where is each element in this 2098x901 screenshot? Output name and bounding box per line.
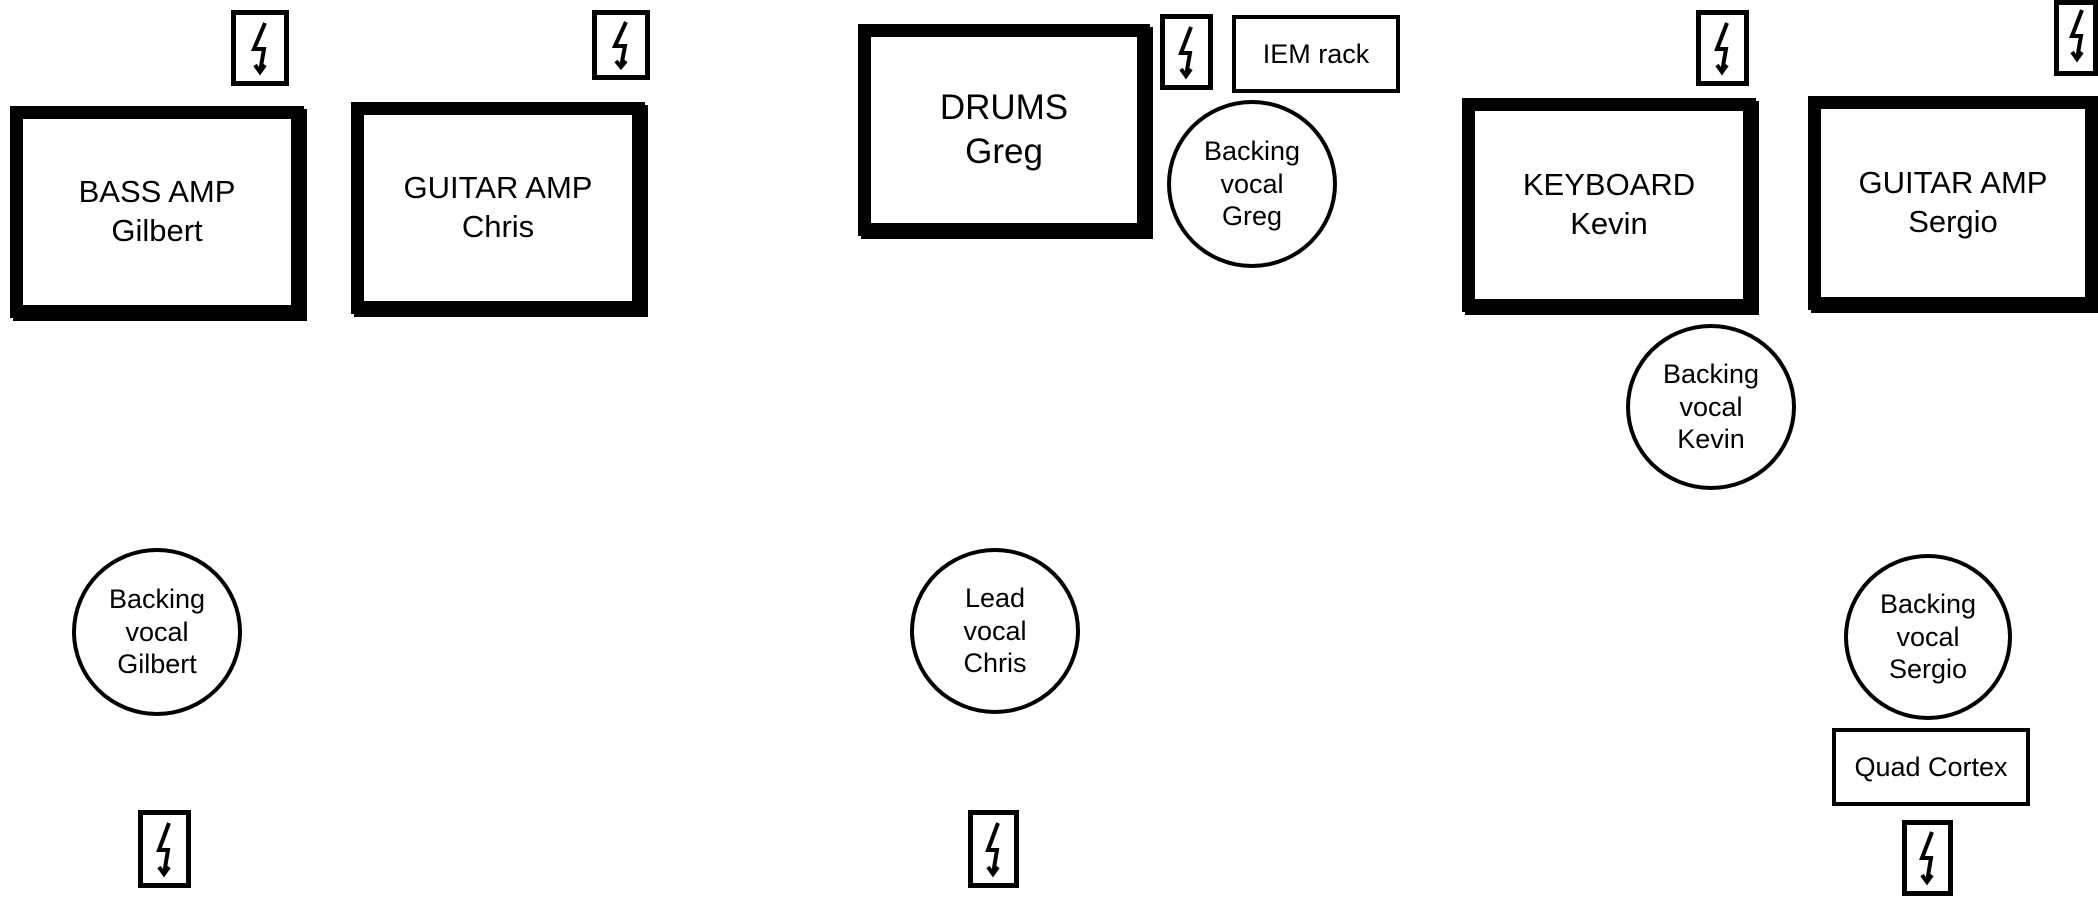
keyboard-player: Kevin [1570, 206, 1648, 241]
bass-amp: BASS AMP Gilbert [10, 106, 304, 318]
guitar-amp-sergio-player: Sergio [1908, 204, 1998, 239]
power-outlet-icon [968, 810, 1019, 888]
iem-rack-label: IEM rack [1262, 38, 1370, 69]
power-outlet-icon [592, 10, 650, 80]
guitar-amp-chris: GUITAR AMP Chris [351, 102, 645, 314]
vocal-role: Backing [1662, 359, 1760, 390]
drums-label: DRUMS [939, 88, 1069, 128]
power-outlet-icon [231, 10, 289, 86]
vocal-type: vocal [125, 616, 189, 647]
drums: DRUMS Greg [858, 24, 1150, 236]
drums-player: Greg [965, 132, 1043, 171]
iem-rack: IEM rack [1232, 15, 1400, 93]
vocal-type: vocal [963, 615, 1027, 646]
quad-cortex: Quad Cortex [1832, 728, 2030, 806]
backing-vocal-greg: Backing vocal Greg [1167, 100, 1337, 268]
keyboard: KEYBOARD Kevin [1462, 98, 1756, 312]
vocal-singer: Sergio [1888, 654, 1968, 685]
vocal-type: vocal [1896, 621, 1960, 652]
keyboard-label: KEYBOARD [1522, 167, 1696, 203]
power-outlet-icon [1160, 14, 1213, 90]
vocal-role: Backing [1203, 136, 1301, 167]
vocal-singer: Greg [1221, 201, 1283, 232]
guitar-amp-chris-player: Chris [461, 209, 535, 244]
bass-amp-player: Gilbert [111, 213, 203, 248]
lead-vocal-chris: Lead vocal Chris [910, 548, 1080, 714]
vocal-role: Backing [1879, 589, 1977, 620]
guitar-amp-sergio-label: GUITAR AMP [1858, 165, 2048, 201]
quad-cortex-label: Quad Cortex [1854, 751, 2008, 782]
vocal-singer: Chris [963, 648, 1027, 679]
power-outlet-icon [2054, 0, 2098, 76]
backing-vocal-kevin: Backing vocal Kevin [1626, 324, 1796, 490]
backing-vocal-gilbert: Backing vocal Gilbert [72, 548, 242, 716]
vocal-type: vocal [1679, 391, 1743, 422]
backing-vocal-sergio: Backing vocal Sergio [1844, 554, 2012, 720]
guitar-amp-chris-label: GUITAR AMP [403, 170, 593, 206]
power-outlet-icon [138, 810, 191, 888]
vocal-singer: Kevin [1677, 424, 1745, 455]
power-outlet-icon [1696, 10, 1749, 86]
vocal-type: vocal [1220, 168, 1284, 199]
vocal-role: Backing [108, 584, 206, 615]
vocal-role: Lead [964, 583, 1026, 614]
guitar-amp-sergio: GUITAR AMP Sergio [1808, 96, 2098, 310]
bass-amp-label: BASS AMP [78, 174, 236, 210]
vocal-singer: Gilbert [117, 649, 197, 680]
power-outlet-icon [1902, 820, 1953, 896]
